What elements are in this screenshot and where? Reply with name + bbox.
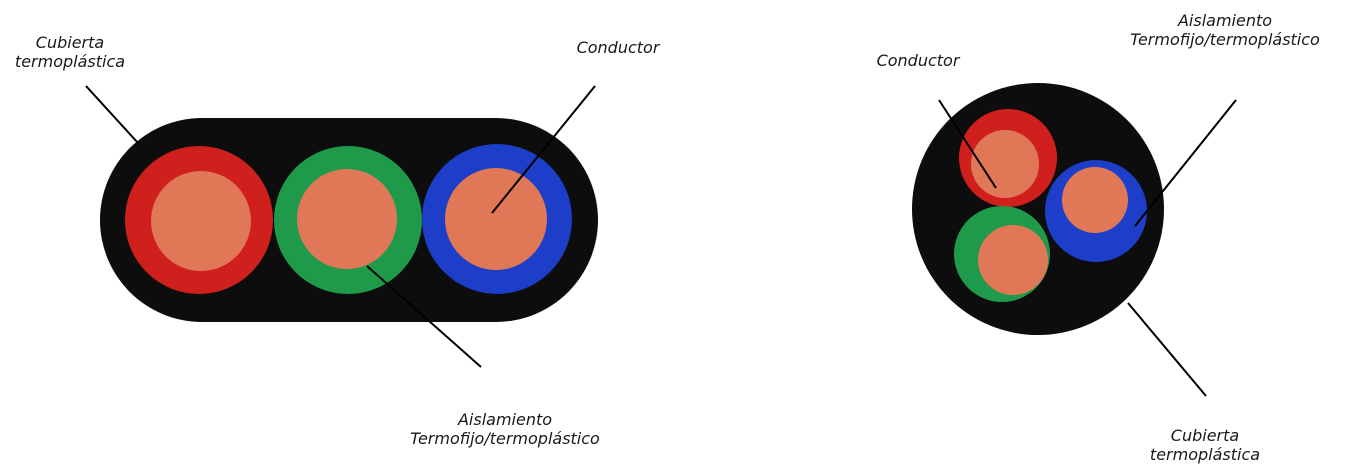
round-red-conductor	[971, 130, 1039, 198]
round-insulation-leader	[1134, 99, 1237, 227]
flat-jacket-label: Cubierta termoplástica	[0, 33, 140, 71]
round-conductor-label: Conductor	[848, 51, 988, 70]
round-blue-conductor	[1062, 167, 1128, 233]
flat-conductor-leader	[491, 85, 596, 214]
round-jacket-label-line2: termoplástica	[1149, 445, 1261, 464]
flat-blue-conductor	[445, 168, 547, 270]
round-insulation-label: Aislamiento Termofijo/termoplástico	[1085, 11, 1365, 49]
flat-conductor-label-text: Conductor	[576, 38, 660, 57]
round-jacket-label: Cubierta termoplástica	[1130, 426, 1280, 464]
flat-jacket-leader	[85, 85, 139, 144]
flat-insulation-label-line2: Termofijo/termoplástico	[410, 429, 600, 448]
round-conductor-label-text: Conductor	[876, 51, 960, 70]
round-insulation-label-line1: Aislamiento	[1177, 11, 1273, 30]
flat-insulation-label: Aislamiento Termofijo/termoplástico	[365, 410, 645, 448]
round-insulation-label-line2: Termofijo/termoplástico	[1130, 30, 1320, 49]
flat-insulation-label-line1: Aislamiento	[457, 410, 553, 429]
flat-insulation-leader	[366, 265, 482, 368]
round-jacket-label-line1: Cubierta	[1170, 426, 1240, 445]
round-conductor-leader	[938, 99, 997, 189]
round-green-conductor	[978, 225, 1048, 295]
round-cable	[912, 83, 1237, 397]
round-jacket-leader	[1127, 302, 1207, 397]
flat-conductor-label: Conductor	[548, 38, 688, 57]
flat-jacket-label-line1: Cubierta	[35, 33, 105, 52]
flat-cable	[85, 85, 598, 368]
flat-jacket-label-line2: termoplástica	[14, 52, 126, 71]
flat-green-conductor	[297, 169, 397, 269]
flat-red-conductor	[151, 171, 251, 271]
